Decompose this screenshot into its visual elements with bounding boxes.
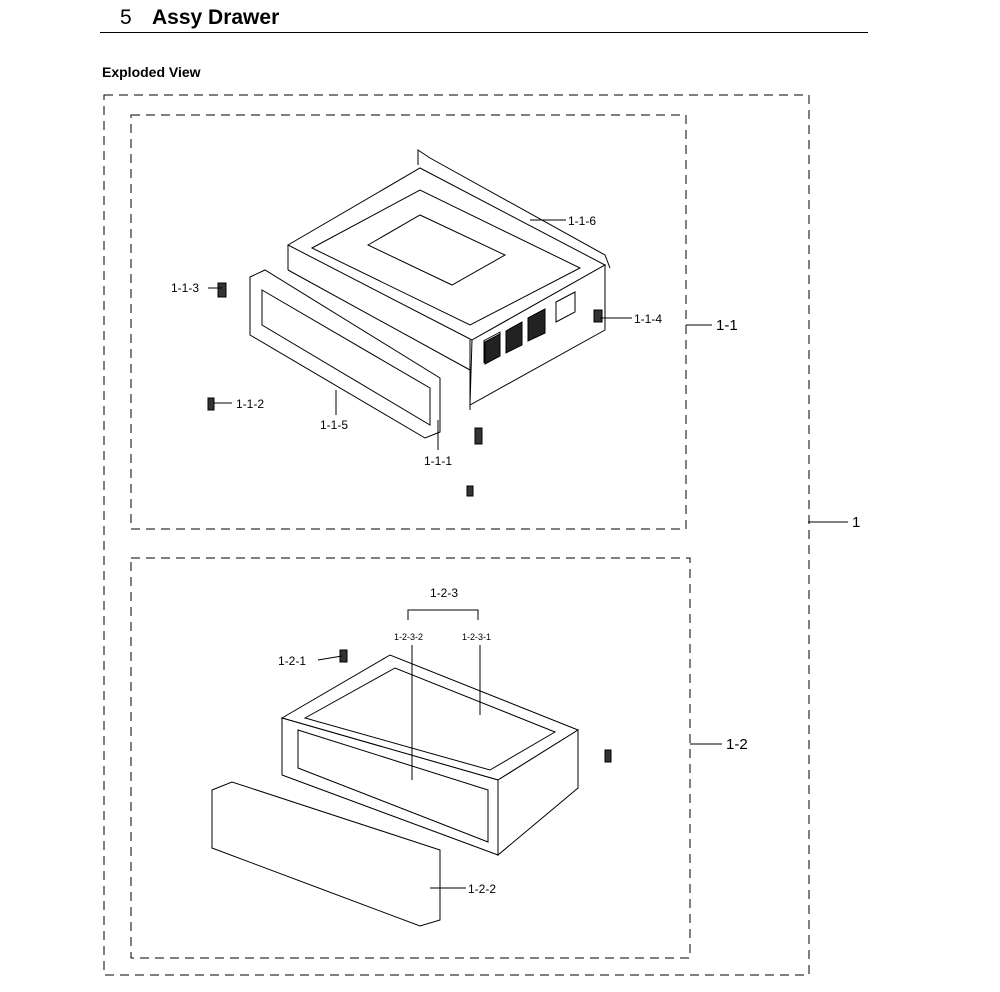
- label-1-1-1: 1-1-1: [424, 454, 452, 468]
- label-1-2-2: 1-2-2: [468, 882, 496, 896]
- label-1: 1: [852, 514, 860, 531]
- section-number: 5: [120, 6, 132, 29]
- view-subtitle: Exploded View: [102, 64, 201, 80]
- section-title: Assy Drawer: [152, 6, 280, 29]
- drawer-tray-drawing: [211, 654, 580, 927]
- label-1-2-3-1: 1-2-3-1: [462, 632, 491, 642]
- label-1-2-1: 1-2-1: [278, 654, 306, 668]
- part-1-1-3-icon: [217, 282, 227, 298]
- label-1-1-6: 1-1-6: [568, 214, 596, 228]
- label-1-1-5: 1-1-5: [320, 418, 348, 432]
- label-1-1-4: 1-1-4: [634, 312, 662, 326]
- part-clip-icon: [466, 485, 474, 497]
- part-1-1-2-icon: [207, 397, 215, 411]
- drawer-housing-drawing: [249, 149, 611, 439]
- assembly-1-frame: [103, 94, 810, 976]
- label-1-1: 1-1: [716, 317, 738, 334]
- label-1-1-3: 1-1-3: [171, 281, 199, 295]
- label-1-2: 1-2: [726, 736, 748, 753]
- label-1-2-3-2: 1-2-3-2: [394, 632, 423, 642]
- assembly-1-2-frame: [130, 557, 691, 959]
- label-1-2-3: 1-2-3: [430, 586, 458, 600]
- section-header: 5 Assy Drawer: [100, 6, 868, 33]
- part-1-1-4-icon: [593, 309, 603, 323]
- label-1-1-2: 1-1-2: [236, 397, 264, 411]
- small-parts-upper: [207, 282, 603, 497]
- part-1-1-1-foot-icon: [474, 427, 483, 445]
- leader-lines: [208, 219, 848, 889]
- part-side-clip-icon: [604, 749, 612, 763]
- assembly-1-1-frame: [130, 114, 687, 530]
